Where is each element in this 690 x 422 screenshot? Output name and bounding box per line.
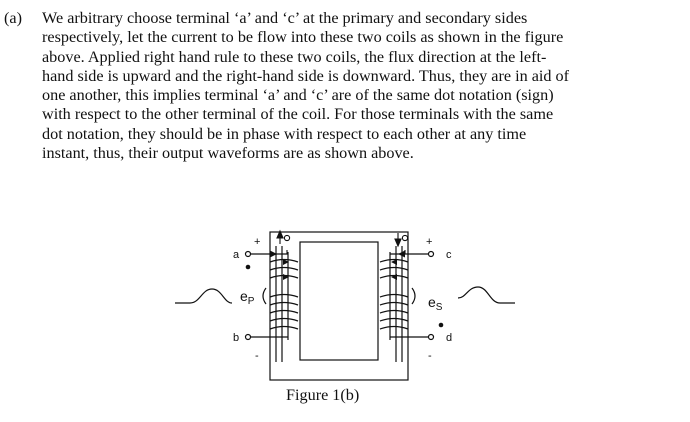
paragraph-line-8: instant, thus, their output waveforms ar… — [42, 144, 414, 163]
terminal-d-label: d — [446, 332, 452, 344]
sine-wave-icon — [457, 286, 515, 304]
terminal-c-node — [427, 250, 435, 258]
dot-marker-icon — [438, 322, 444, 328]
paragraph-line-6: with respect to the other terminal of th… — [42, 105, 554, 124]
secondary-minus-sign: - — [428, 350, 432, 362]
terminal-a-label: a — [233, 249, 240, 261]
flux-arrow-icon — [394, 238, 402, 248]
part-label: (a) — [4, 9, 22, 27]
flux-arrow-icon — [276, 229, 284, 239]
explanation-paragraph: (a)We arbitrary choose terminal ‘a’ and … — [4, 9, 688, 163]
paragraph-line-1: (a)We arbitrary choose terminal ‘a’ and … — [4, 9, 528, 27]
dot-marker-icon — [245, 264, 251, 270]
terminal-b-label: b — [233, 332, 239, 344]
flux-marker — [401, 234, 409, 242]
paragraph-line-5: one another, this implies terminal ‘a’ a… — [42, 86, 554, 105]
primary-voltage-arc — [262, 287, 267, 305]
current-arrow-icon — [398, 250, 405, 258]
terminal-d-node — [427, 333, 435, 341]
paragraph-line-4: hand side is upward and the right-hand s… — [42, 66, 570, 85]
coil-arrow-icon — [283, 274, 289, 280]
flux-marker — [283, 234, 291, 242]
paragraph-line-7: dot notation, they should be in phase wi… — [42, 124, 527, 143]
coil-arrow-icon — [283, 259, 289, 265]
current-arrow-icon — [270, 250, 277, 258]
secondary-voltage-arc — [411, 287, 416, 305]
secondary-plus-sign: + — [426, 236, 432, 248]
sine-wave-icon — [175, 288, 233, 304]
primary-voltage-label: eP — [240, 288, 255, 307]
primary-coil — [269, 258, 299, 330]
core-inner — [299, 241, 379, 361]
paragraph-line-3: above. Applied right hand rule to these … — [42, 47, 547, 66]
coil-arrow-icon — [391, 274, 397, 280]
terminal-c-label: c — [446, 249, 452, 261]
coil-arrow-icon — [391, 259, 397, 265]
core-outer — [269, 231, 409, 381]
secondary-coil — [379, 258, 409, 330]
figure-caption: Figure 1(b) — [286, 386, 360, 404]
paragraph-line-2: respectively, let the current to be flow… — [42, 28, 564, 47]
terminal-b-node — [244, 333, 252, 341]
secondary-voltage-label: eS — [428, 294, 443, 313]
terminal-a-node — [244, 250, 252, 258]
primary-plus-sign: + — [254, 236, 260, 248]
primary-minus-sign: - — [255, 350, 259, 362]
